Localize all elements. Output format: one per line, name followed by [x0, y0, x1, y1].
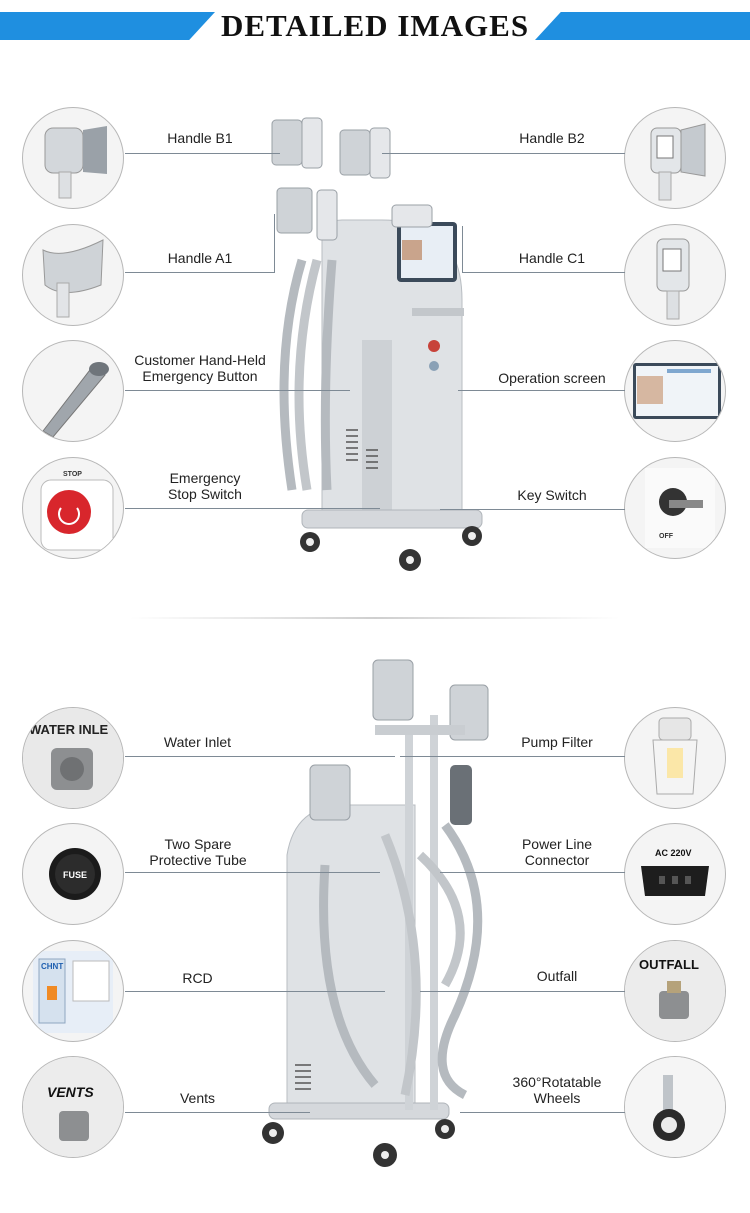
banner-left-bar: [0, 12, 215, 40]
leader-line: [274, 214, 275, 272]
label-power-line-2: Connector: [524, 852, 590, 868]
vents-caption: VENTS: [47, 1084, 94, 1100]
leader-line: [125, 390, 350, 391]
protective-tube-photo: FUSE: [22, 823, 124, 925]
label-pump-filter: Pump Filter: [521, 734, 593, 750]
page-title: DETAILED IMAGES: [220, 8, 530, 43]
machine-side-illustration: [255, 655, 500, 1175]
leader-line: [458, 390, 625, 391]
key-switch-photo: OFF: [624, 457, 726, 559]
outfall-photo: OUTFALL: [624, 940, 726, 1042]
label-handle-b2: Handle B2: [519, 130, 585, 146]
leader-line: [125, 991, 385, 992]
water-inlet-caption: WATER INLE: [29, 722, 109, 737]
off-caption: OFF: [659, 533, 674, 540]
label-water-inlet: Water Inlet: [163, 734, 232, 750]
label-spare-tube-2: Protective Tube: [149, 852, 247, 868]
label-operation-screen: Operation screen: [498, 370, 606, 386]
stop-switch-photo: STOP: [22, 457, 124, 559]
leader-line: [420, 991, 625, 992]
label-power-line-1: Power Line: [521, 836, 593, 852]
leader-line: [462, 272, 625, 273]
section-divider: [130, 617, 620, 619]
handle-a1-photo: [22, 224, 124, 326]
leader-line: [462, 226, 463, 272]
machine-front-illustration: [262, 110, 492, 580]
label-emergency-1: Emergency: [169, 470, 241, 486]
handle-b2-photo: [624, 107, 726, 209]
leader-line: [400, 756, 625, 757]
leader-line: [125, 153, 280, 154]
rcd-photo: CHNT: [22, 940, 124, 1042]
power-connector-photo: AC 220V: [624, 823, 726, 925]
leader-line: [125, 1112, 310, 1113]
label-key-switch: Key Switch: [517, 487, 587, 503]
label-wheels-1: 360°Rotatable: [512, 1074, 602, 1090]
label-hand-held-2: Emergency Button: [142, 368, 258, 384]
label-spare-tube-1: Two Spare: [164, 836, 232, 852]
operation-screen-photo: [624, 340, 726, 442]
label-rcd: RCD: [182, 970, 213, 986]
leader-line: [125, 508, 380, 509]
banner-right-bar: [535, 12, 750, 40]
vents-photo: VENTS: [22, 1056, 124, 1158]
chnt-caption: CHNT: [41, 962, 63, 971]
label-hand-held-1: Customer Hand-Held: [134, 352, 266, 368]
label-handle-b1: Handle B1: [167, 130, 233, 146]
water-inlet-photo: WATER INLE: [22, 707, 124, 809]
label-handle-a1: Handle A1: [167, 250, 233, 266]
hand-held-button-photo: [22, 340, 124, 442]
label-outfall: Outfall: [536, 968, 578, 984]
ac-caption: AC 220V: [655, 848, 692, 858]
outfall-caption: OUTFALL: [639, 957, 699, 972]
stop-caption: STOP: [63, 471, 82, 478]
leader-line: [125, 872, 380, 873]
leader-line: [125, 756, 395, 757]
label-wheels-2: Wheels: [533, 1090, 581, 1106]
leader-line: [460, 1112, 625, 1113]
label-handle-c1: Handle C1: [518, 250, 586, 266]
label-emergency-2: Stop Switch: [168, 486, 242, 502]
leader-line: [440, 509, 625, 510]
handle-b1-photo: [22, 107, 124, 209]
label-vents: Vents: [179, 1090, 216, 1106]
leader-line: [440, 872, 625, 873]
fuse-caption: FUSE: [63, 870, 87, 880]
leader-line: [125, 272, 275, 273]
handle-c1-photo: [624, 224, 726, 326]
pump-filter-photo: [624, 707, 726, 809]
wheels-photo: [624, 1056, 726, 1158]
leader-line: [382, 153, 625, 154]
